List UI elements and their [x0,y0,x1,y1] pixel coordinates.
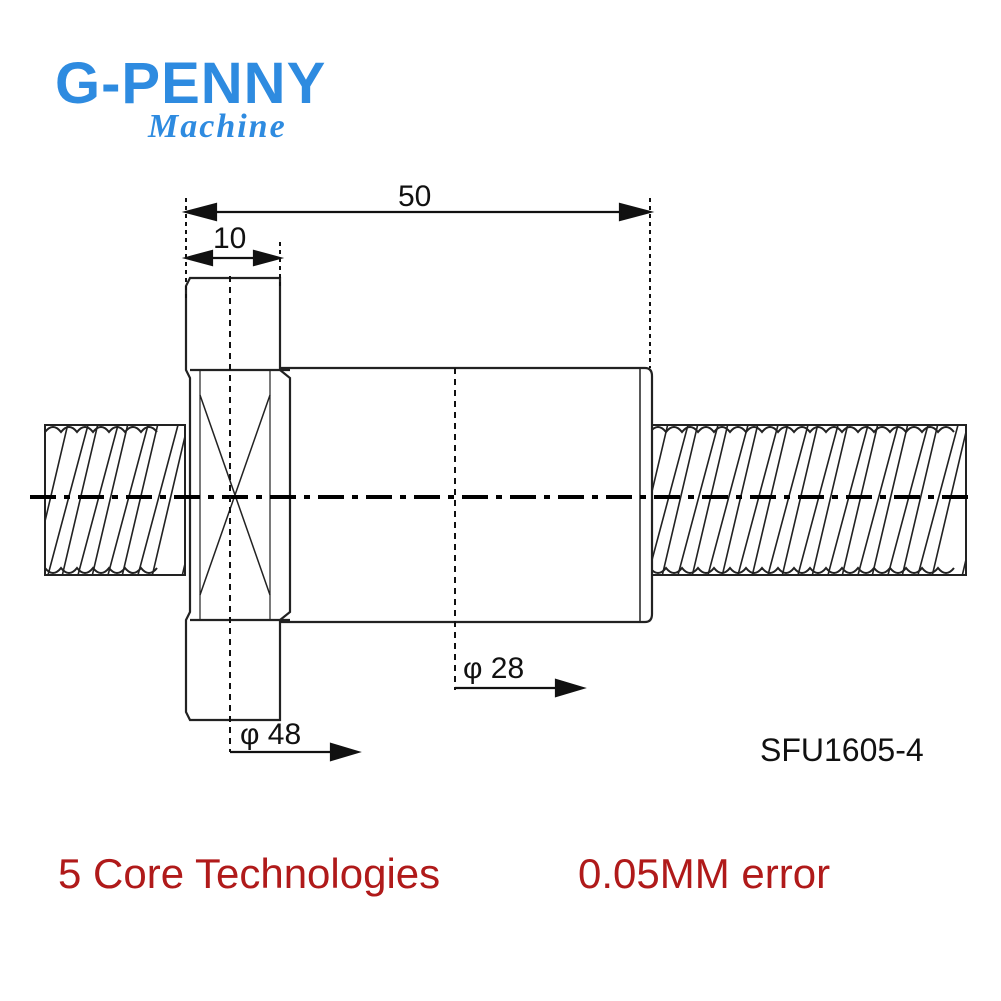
dimension-phi28-label: φ 28 [463,652,524,685]
brand-logo: G-PENNY [55,51,327,116]
dimension-10-label: 10 [213,222,246,255]
dimension-50 [181,202,655,222]
right-screw-shaft [649,424,967,576]
brand-subtitle: Machine [148,108,287,145]
model-number: SFU1605-4 [760,732,924,768]
feature-text-error: 0.05MM error [578,850,831,897]
dimension-phi48-label: φ 48 [240,718,301,751]
dimension-50-label: 50 [398,180,431,213]
extension-lines [185,198,651,368]
left-screw-shaft [44,424,186,576]
dimension-10 [181,249,285,267]
feature-text-core-technologies: 5 Core Technologies [58,850,441,897]
dimension-phi48 [230,742,362,762]
dimension-phi28 [455,678,587,698]
